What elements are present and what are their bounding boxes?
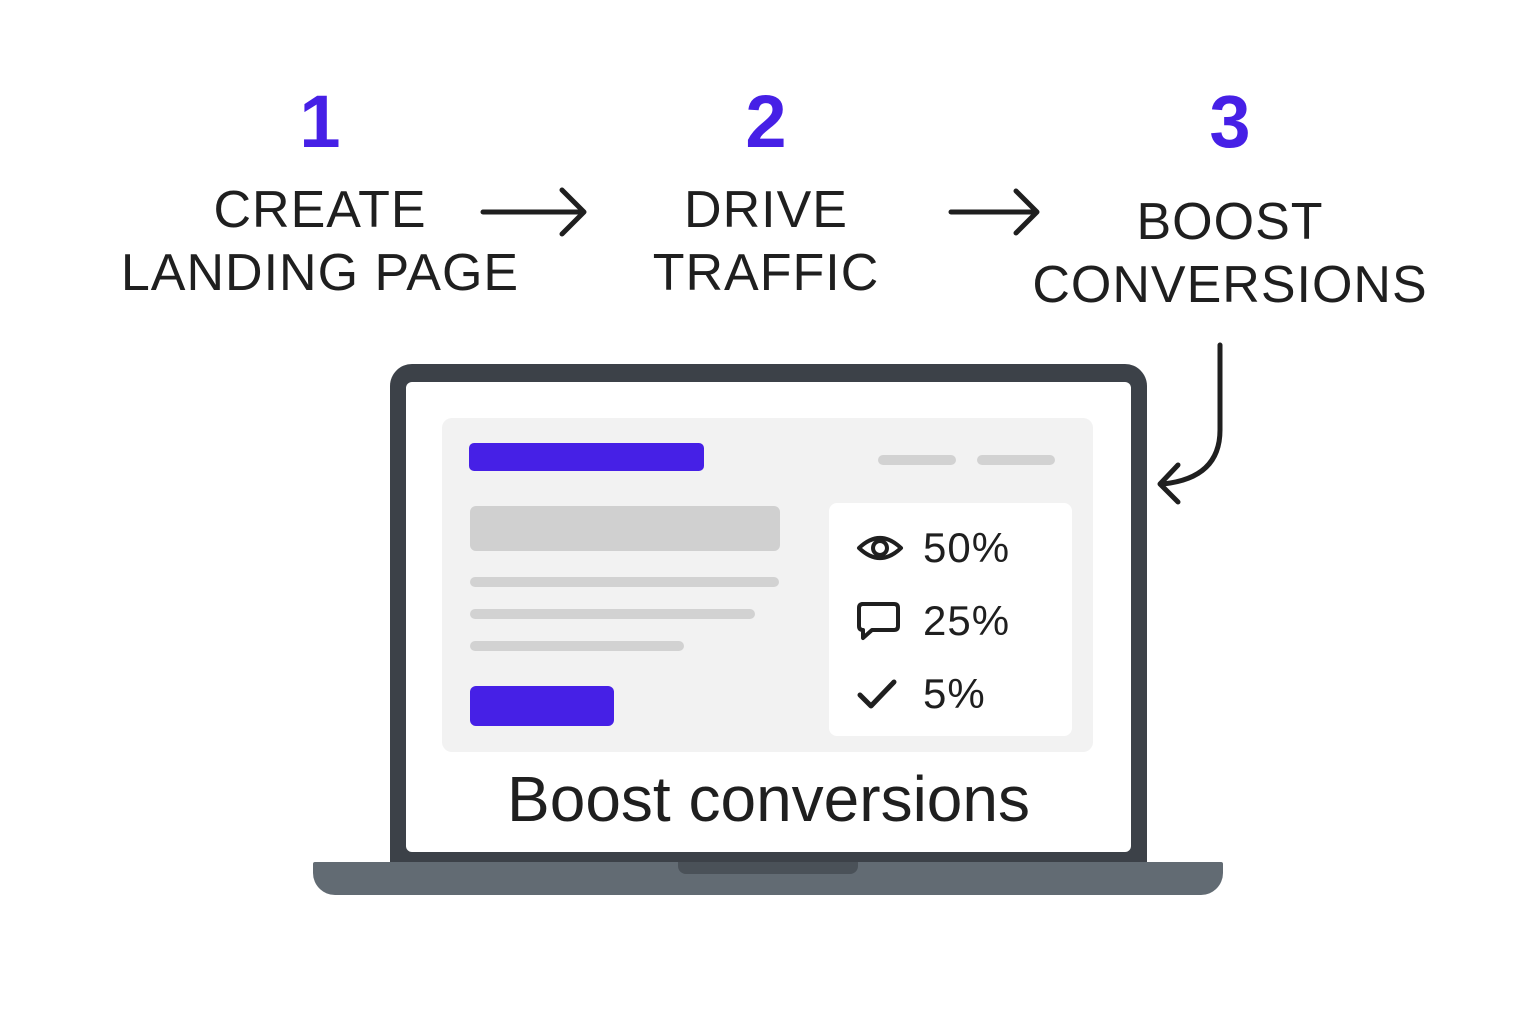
step-label-line: TRAFFIC	[652, 244, 880, 302]
step-number: 2	[745, 80, 787, 163]
laptop-screen: 50% 25% 5%	[406, 382, 1131, 852]
step-label: DRIVE TRAFFIC	[566, 179, 966, 305]
laptop: 50% 25% 5%	[390, 364, 1147, 864]
step-label: CREATE LANDING PAGE	[120, 179, 520, 305]
mockup-text-line	[470, 609, 755, 619]
step-create-landing-page: 1 CREATE LANDING PAGE	[120, 85, 520, 305]
step-number: 1	[299, 80, 341, 163]
stat-value: 50%	[923, 524, 1011, 571]
stat-row-views: 50%	[856, 523, 1010, 573]
step-label: BOOST CONVERSIONS	[1030, 191, 1430, 317]
mockup-nav-link	[878, 455, 956, 465]
step-number: 3	[1209, 80, 1251, 163]
step-label-line: DRIVE	[684, 181, 848, 239]
stat-value: 25%	[923, 597, 1011, 644]
mockup-cta-button	[470, 686, 614, 726]
stats-card: 50% 25% 5%	[829, 503, 1072, 736]
step-label-line: CONVERSIONS	[1032, 256, 1428, 314]
stat-row-conversions: 5%	[856, 669, 986, 719]
step-label-line: CREATE	[213, 181, 427, 239]
mockup-text-line	[470, 577, 779, 587]
stat-row-comments: 25%	[856, 596, 1010, 646]
mockup-header-bar	[469, 443, 704, 471]
laptop-notch	[678, 862, 858, 874]
step-boost-conversions: 3 BOOST CONVERSIONS	[1030, 85, 1430, 317]
chat-bubble-icon	[856, 597, 904, 645]
screen-caption: Boost conversions	[507, 763, 1030, 835]
mockup-nav-link	[977, 455, 1055, 465]
stat-value: 5%	[923, 670, 986, 717]
checkmark-icon	[856, 670, 904, 718]
curved-down-left-arrow-icon	[1157, 342, 1223, 505]
step-label-line: BOOST	[1136, 193, 1324, 251]
mockup-text-line	[470, 641, 684, 651]
eye-icon	[856, 524, 904, 572]
mockup-heading-block	[470, 506, 780, 551]
step-label-line: LANDING PAGE	[120, 244, 520, 302]
step-drive-traffic: 2 DRIVE TRAFFIC	[566, 85, 966, 305]
landing-page-mockup: 50% 25% 5%	[442, 418, 1093, 752]
